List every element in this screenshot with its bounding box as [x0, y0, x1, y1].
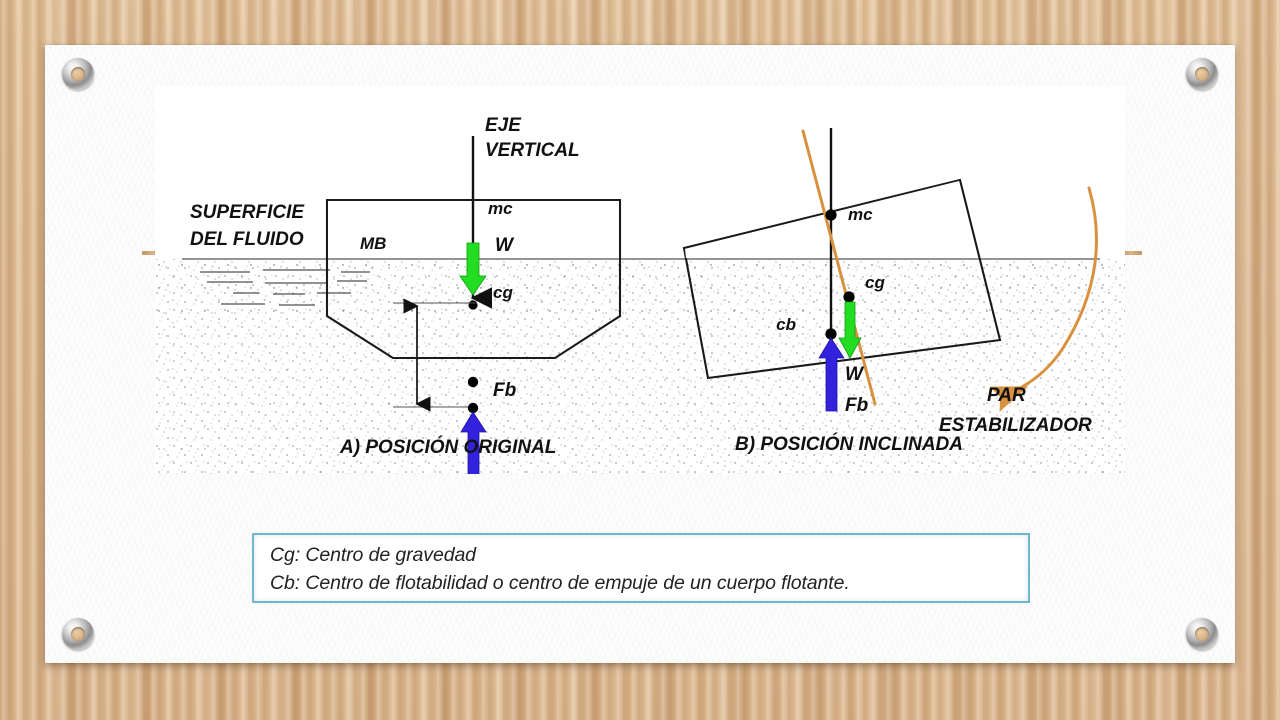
axis-label-line2: VERTICAL	[485, 140, 580, 161]
label-couple-line2: ESTABILIZADOR	[939, 415, 1092, 436]
label-cb-b: cb	[776, 315, 796, 334]
label-mb-a: MB	[360, 234, 386, 253]
point-mc-b	[825, 209, 837, 221]
label-mc-b: mc	[848, 205, 873, 224]
label-couple-line1: PAR	[987, 385, 1026, 406]
label-w-a: W	[495, 235, 515, 256]
fluid-surface-label-line1: SUPERFICIE	[190, 202, 305, 223]
label-fb-b: Fb	[845, 395, 869, 416]
caption-panel-b: B) POSICIÓN INCLINADA	[735, 433, 963, 455]
body-axis-line-b	[801, 129, 877, 406]
guide-mark-right	[1120, 251, 1142, 255]
weight-arrow-a	[459, 242, 487, 296]
buoyancy-arrow-b	[818, 337, 845, 412]
righting-couple-arrow	[989, 186, 1098, 412]
axis-label-line1: EJE	[485, 115, 522, 136]
label-fb-a: Fb	[493, 380, 517, 401]
guide-mark-left	[142, 251, 164, 255]
label-cg-b: cg	[865, 273, 885, 292]
definition-cg: Cg: Centro de gravedad	[270, 544, 476, 566]
label-cg-a: cg	[493, 283, 513, 302]
point-cg-a	[467, 376, 479, 388]
label-w-b: W	[845, 364, 865, 385]
grommet-top-right-icon	[1186, 58, 1218, 90]
weight-arrow-b	[838, 301, 862, 359]
grommet-bottom-left-icon	[62, 618, 94, 650]
definitions-callout: Cg: Centro de gravedad Cb: Centro de flo…	[252, 533, 1030, 603]
slide-card: EJE VERTICAL SUPERFICIE DEL FLUIDO mc MB	[45, 45, 1235, 663]
grommet-top-left-icon	[62, 58, 94, 90]
point-cg-b	[843, 291, 855, 303]
definition-cb: Cb: Centro de flotabilidad o centro de e…	[270, 572, 850, 594]
point-mc-a	[468, 300, 478, 310]
point-cb-b	[825, 328, 837, 340]
caption-panel-a: A) POSICIÓN ORIGINAL	[339, 436, 556, 458]
grommet-bottom-right-icon	[1186, 618, 1218, 650]
buoyancy-arrow-a	[460, 411, 487, 474]
label-mc-a: mc	[488, 199, 513, 218]
point-cb-a	[467, 402, 479, 414]
fluid-surface-label-line2: DEL FLUIDO	[190, 229, 304, 250]
buoyancy-stability-diagram: EJE VERTICAL SUPERFICIE DEL FLUIDO mc MB	[155, 86, 1125, 474]
